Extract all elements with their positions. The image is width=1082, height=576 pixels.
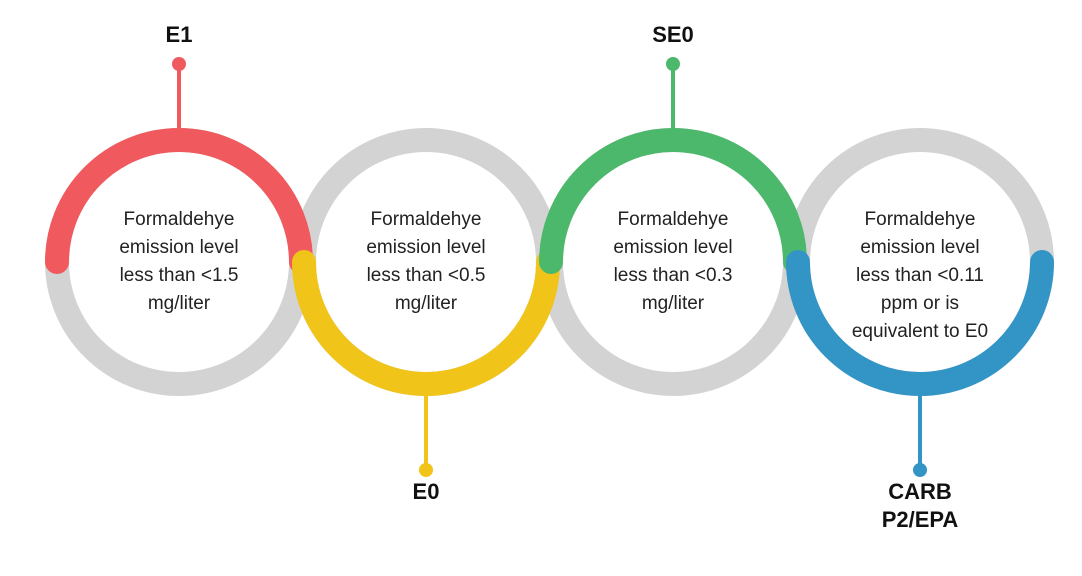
label-se0-line-1: SE0 — [652, 22, 694, 47]
description-carb-line-2: emission level — [860, 237, 980, 258]
description-e1-line-1: Formaldehye — [123, 209, 235, 230]
description-e0: Formaldehye emission level less than <0.… — [341, 206, 511, 318]
pin-e1 — [172, 57, 186, 71]
description-e0-line-4: mg/liter — [394, 293, 458, 314]
description-e1-line-3: less than <1.5 — [119, 265, 239, 286]
label-e0: E0 — [346, 478, 506, 506]
label-e1-line-1: E1 — [165, 22, 193, 47]
description-se0: Formaldehye emission level less than <0.… — [588, 206, 758, 318]
description-carb: Formaldehye emission level less than <0.… — [835, 206, 1005, 346]
description-carb-line-5: equivalent to E0 — [851, 321, 989, 342]
pin-carb — [913, 463, 927, 477]
description-se0-line-3: less than <0.3 — [613, 265, 733, 286]
description-carb-line-1: Formaldehye — [864, 209, 976, 230]
label-e1: E1 — [99, 21, 259, 49]
description-e0-line-2: emission level — [366, 237, 486, 258]
description-e0-line-3: less than <0.5 — [366, 265, 486, 286]
label-se0: SE0 — [593, 21, 753, 49]
description-se0-line-2: emission level — [613, 237, 733, 258]
description-carb-line-4: ppm or is — [880, 293, 960, 314]
description-e1-line-2: emission level — [119, 237, 239, 258]
description-se0-line-4: mg/liter — [641, 293, 705, 314]
description-e1: Formaldehye emission level less than <1.… — [94, 206, 264, 318]
description-e1-line-4: mg/liter — [147, 293, 211, 314]
label-carb-line-1: CARB — [888, 479, 952, 504]
description-e0-line-1: Formaldehye — [370, 209, 482, 230]
pin-se0 — [666, 57, 680, 71]
description-se0-line-1: Formaldehye — [617, 209, 729, 230]
label-carb: CARB P2/EPA — [840, 478, 1000, 534]
label-e0-line-1: E0 — [412, 479, 440, 504]
description-carb-line-3: less than <0.11 — [856, 265, 984, 286]
label-carb-line-2: P2/EPA — [881, 507, 959, 532]
pin-e0 — [419, 463, 433, 477]
